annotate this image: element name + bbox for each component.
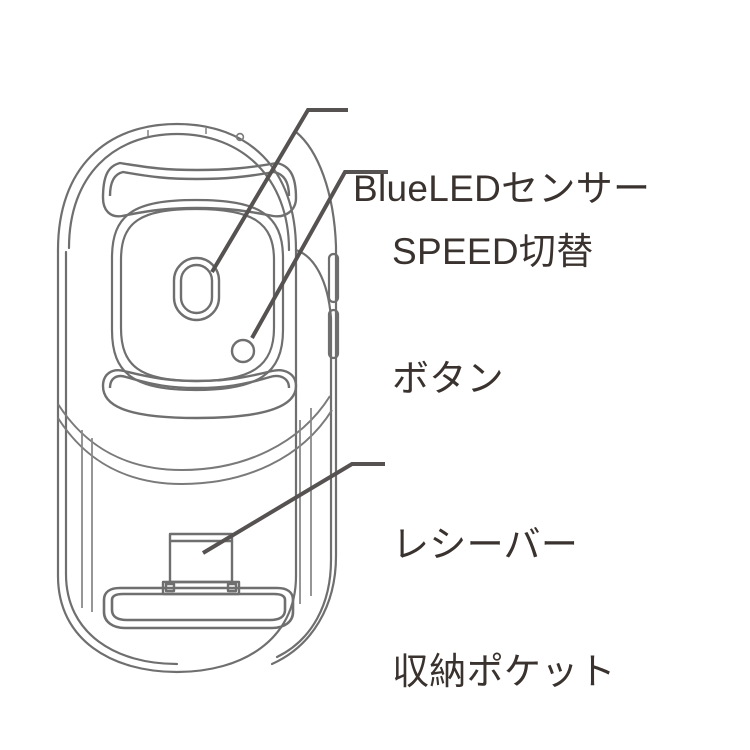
leader-line-speed-button <box>250 170 388 339</box>
top-tick-marks <box>147 128 207 136</box>
callout-line: BlueLEDセンサー <box>353 168 651 210</box>
leader-lines <box>201 108 388 555</box>
callout-line: SPEED切替 <box>392 231 594 273</box>
callout-label-speed-switch-button: SPEED切替 ボタン <box>392 147 594 484</box>
screw-hole <box>235 132 245 142</box>
callout-line: 収納ポケット <box>392 650 616 692</box>
top-glide-pad <box>101 161 298 218</box>
callout-line: ボタン <box>392 357 504 399</box>
battery-cover-seam <box>57 395 333 486</box>
side-button-upper[interactable] <box>327 252 340 304</box>
speed-switch-button[interactable] <box>230 338 256 364</box>
mouse-body-outline <box>56 122 338 674</box>
callout-label-receiver-storage-pocket: レシーバー 収納ポケット <box>392 440 616 750</box>
bottom-base-plate <box>110 198 285 392</box>
leader-line-blueled-sensor <box>210 108 348 274</box>
leader-line-receiver-pocket <box>201 462 385 555</box>
callout-line: レシーバー <box>392 524 579 566</box>
base-glide-pad <box>102 586 295 630</box>
side-button-lower[interactable] <box>327 308 340 360</box>
lower-barrel-seams <box>81 408 312 612</box>
callout-label-blueled-sensor: BlueLEDセンサー <box>353 84 650 295</box>
blueled-sensor-lens <box>172 256 221 322</box>
bottom-glide-pad <box>101 369 298 420</box>
receiver-storage-pocket[interactable] <box>161 532 241 596</box>
